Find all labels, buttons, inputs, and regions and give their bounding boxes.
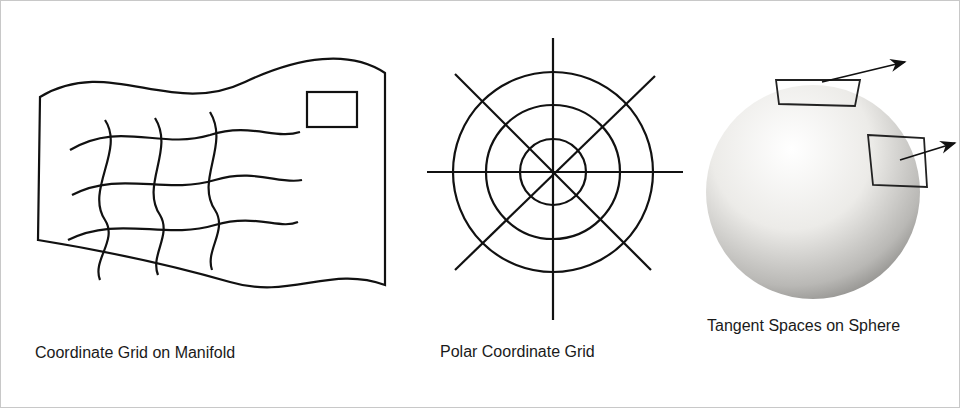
manifold-outline xyxy=(38,59,385,288)
caption-label: Polar Coordinate Grid xyxy=(440,342,595,361)
grid-line xyxy=(209,112,219,270)
sphere xyxy=(706,85,920,299)
tangent-plane xyxy=(868,135,927,187)
caption-label: Tangent Spaces on Sphere xyxy=(707,316,900,335)
polar-ray xyxy=(455,76,655,270)
tangent-vector xyxy=(822,62,905,82)
grid-line xyxy=(154,118,164,275)
grid-line xyxy=(68,221,298,240)
tangent-vector xyxy=(900,143,955,160)
tangent-plane xyxy=(776,80,860,106)
grid-line xyxy=(70,130,300,150)
chart-patch xyxy=(307,92,357,127)
polar-figure xyxy=(427,38,683,320)
sphere-figure xyxy=(706,62,955,299)
grid-line xyxy=(72,176,302,195)
grid-line xyxy=(98,120,110,280)
manifold-figure xyxy=(38,59,385,288)
polar-ray xyxy=(552,38,554,320)
caption-label: Coordinate Grid on Manifold xyxy=(35,343,235,362)
